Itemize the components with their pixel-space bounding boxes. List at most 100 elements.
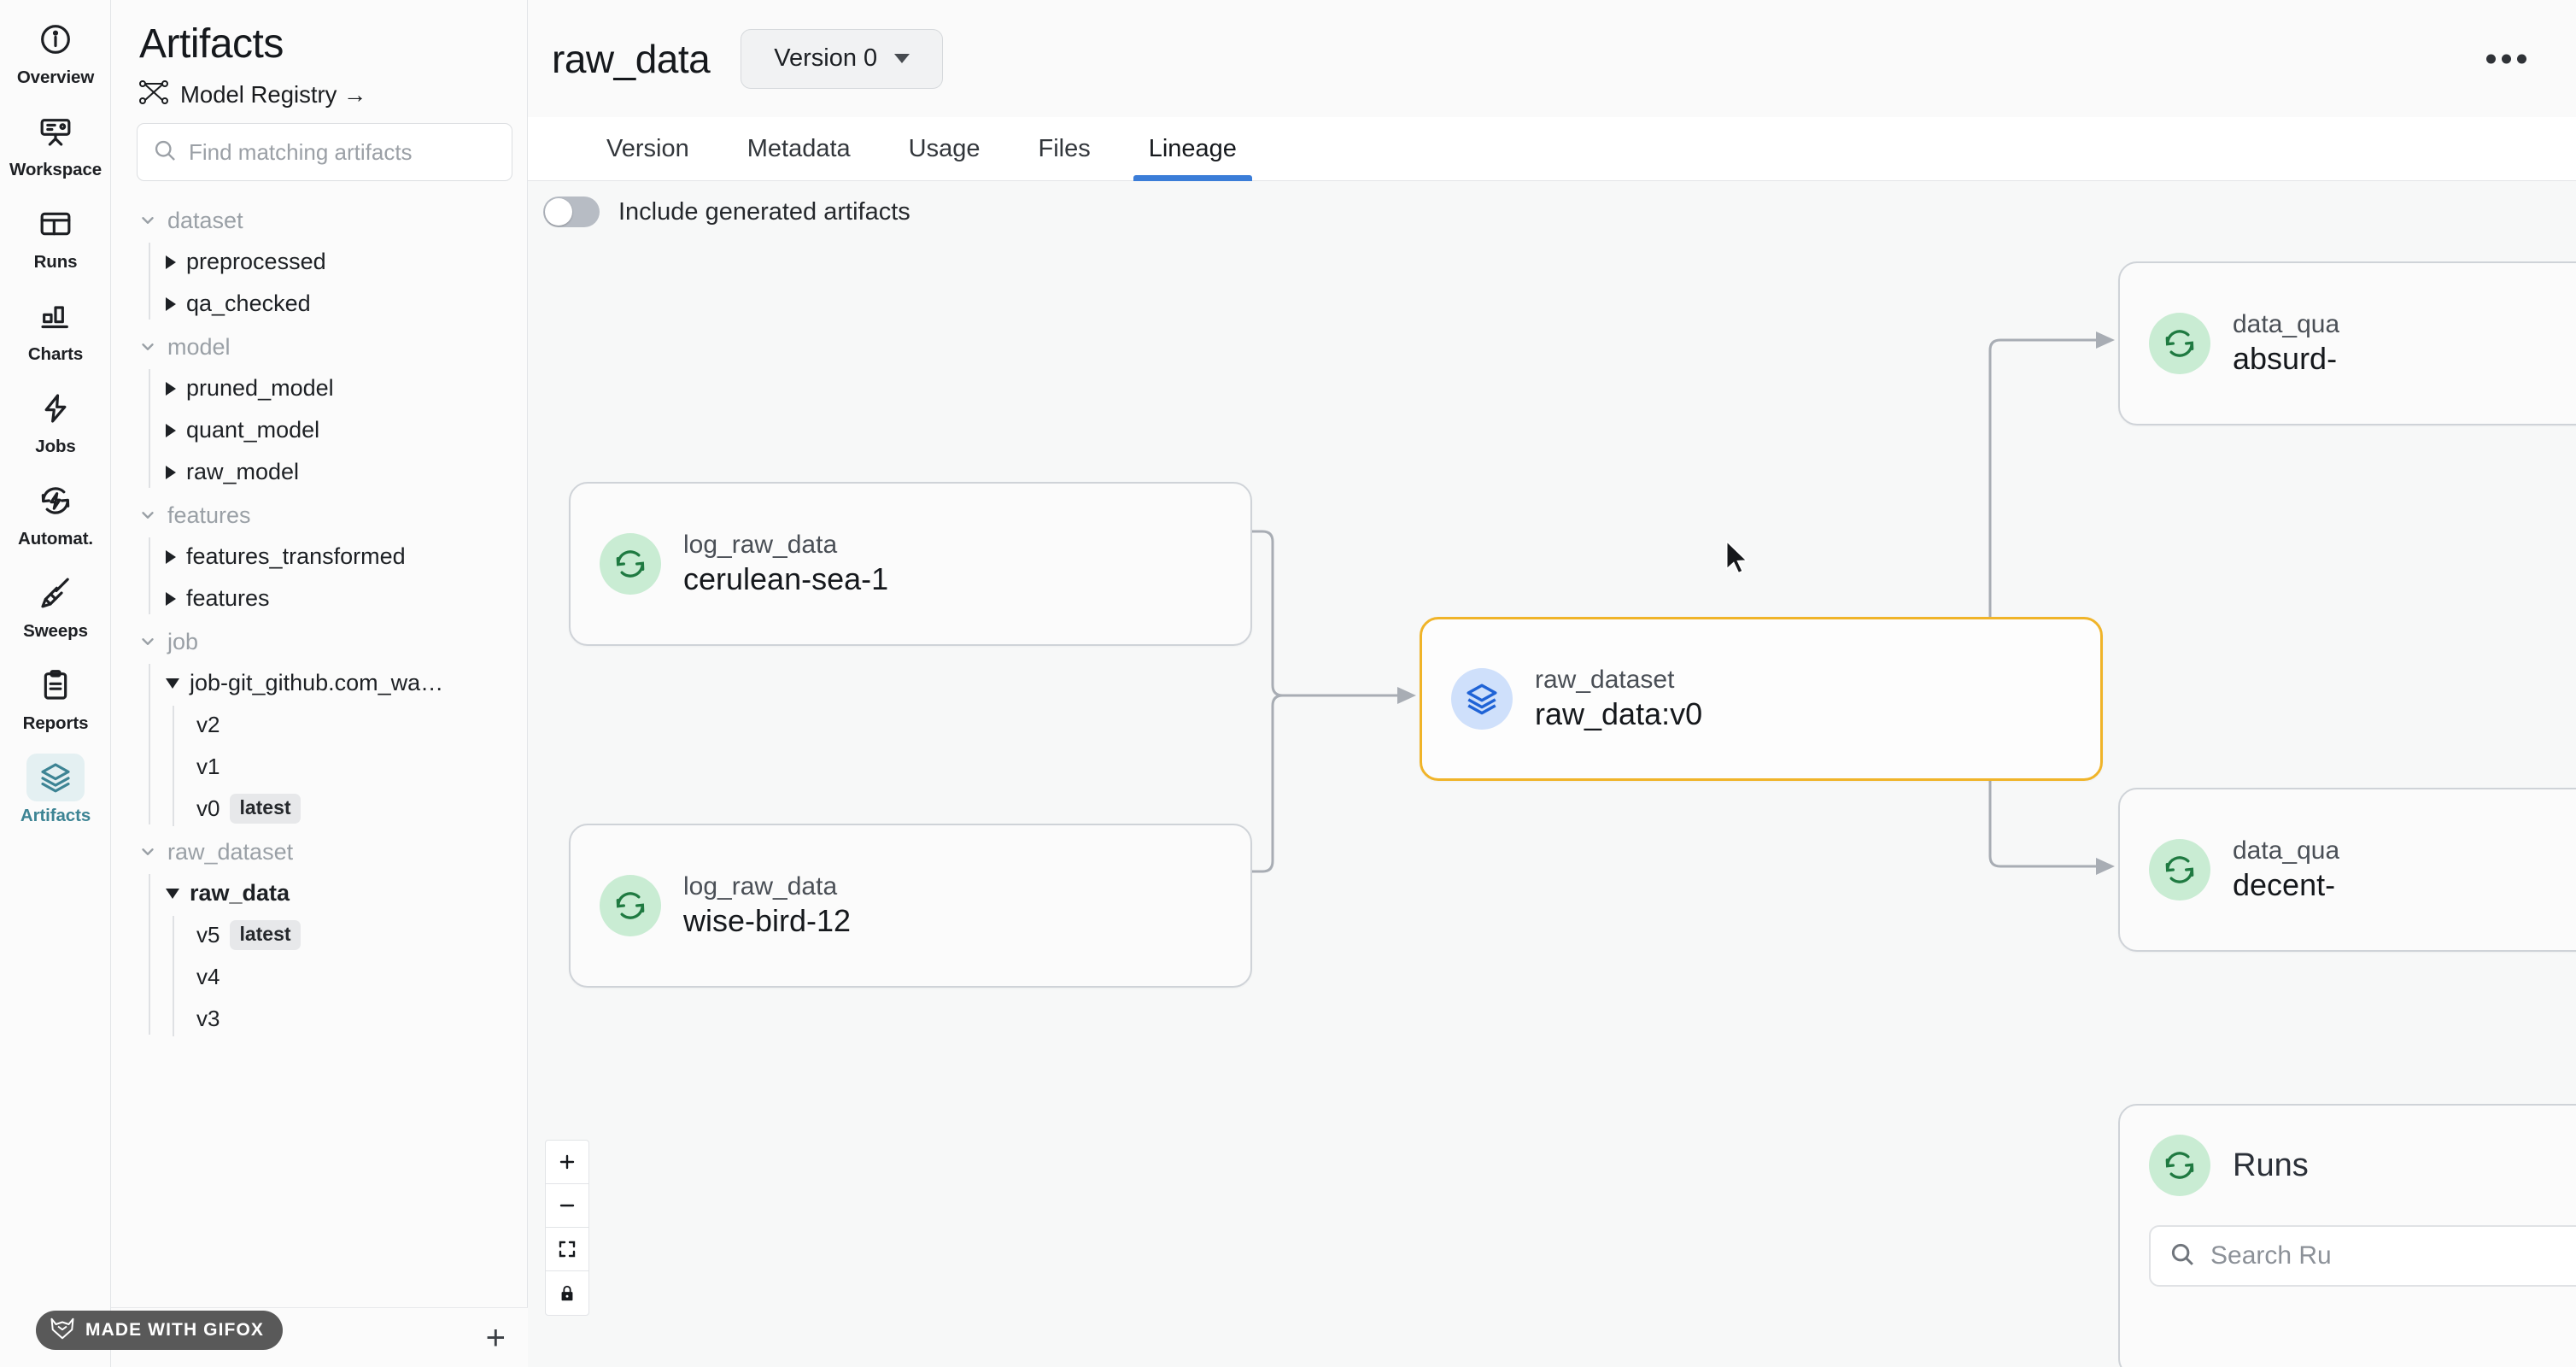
- toggle-knob: [545, 198, 572, 226]
- rail-item-charts[interactable]: Charts: [0, 292, 111, 376]
- model-registry-link[interactable]: Model Registry →: [139, 79, 505, 109]
- version-row[interactable]: v1: [190, 746, 505, 788]
- lineage-node-text: log_raw_data cerulean-sea-1: [683, 531, 888, 597]
- lineage-canvas[interactable]: Include generated artifacts: [528, 181, 2576, 1367]
- lineage-node-dataset-raw-data-v0[interactable]: raw_dataset raw_data:v0: [1420, 617, 2103, 781]
- zoom-in-button[interactable]: [546, 1141, 588, 1184]
- tab-version[interactable]: Version: [577, 117, 718, 180]
- artifact-node-jobgit_githubcom_wa[interactable]: job-git_github.com_wa…: [161, 662, 505, 704]
- caret-right-icon: [166, 591, 176, 606]
- artifact-node-features_transformed[interactable]: features_transformed: [161, 536, 505, 578]
- mouse-cursor: [1724, 539, 1749, 580]
- run-icon: [600, 533, 661, 595]
- tab-lineage[interactable]: Lineage: [1120, 117, 1266, 181]
- bolt-icon: [26, 384, 85, 432]
- include-generated-toggle[interactable]: [543, 197, 600, 227]
- chevron-down-icon: [138, 842, 157, 861]
- version-row[interactable]: v3: [190, 998, 505, 1040]
- tab-files[interactable]: Files: [1009, 117, 1119, 180]
- chevron-down-icon: [138, 211, 157, 230]
- chevron-down-icon: [138, 506, 157, 525]
- model-registry-label: Model Registry →: [180, 80, 367, 108]
- version-select[interactable]: Version 0: [741, 28, 944, 89]
- rail-item-sweeps[interactable]: Sweeps: [0, 569, 111, 653]
- search-icon: [2169, 1241, 2195, 1271]
- table-icon: [26, 200, 85, 248]
- rail-item-workspace[interactable]: Workspace: [0, 108, 111, 191]
- add-artifact-button[interactable]: +: [485, 1318, 506, 1357]
- tab-label: Usage: [908, 134, 981, 162]
- rail-item-jobs[interactable]: Jobs: [0, 384, 111, 468]
- search-input[interactable]: [189, 138, 496, 166]
- run-icon: [600, 875, 661, 936]
- group-header-raw_dataset[interactable]: raw_dataset: [133, 831, 505, 872]
- tab-usage[interactable]: Usage: [880, 117, 1010, 180]
- page-title: Artifacts: [139, 21, 284, 67]
- lineage-node-text: data_qua decent-: [2233, 836, 2339, 903]
- run-icon: [2149, 839, 2210, 901]
- artifact-node-label: features_transformed: [186, 543, 406, 569]
- include-generated-label: Include generated artifacts: [618, 197, 910, 226]
- rail-item-reports[interactable]: Reports: [0, 661, 111, 745]
- node-subtitle: data_qua: [2233, 310, 2340, 338]
- runs-panel[interactable]: Runs Search Ru: [2118, 1104, 2576, 1367]
- version-row[interactable]: v2: [190, 704, 505, 746]
- chevron-down-icon: [894, 54, 910, 63]
- caret-down-icon: [166, 888, 179, 899]
- rail-item-label: Runs: [33, 252, 78, 272]
- group-header-model[interactable]: model: [133, 326, 505, 367]
- rail-item-automat[interactable]: Automat.: [0, 477, 111, 560]
- artifact-node-features[interactable]: features: [161, 578, 505, 619]
- workspace-icon: [26, 108, 85, 155]
- run-icon: [2149, 1135, 2210, 1196]
- canvas-zoom-controls: [545, 1140, 589, 1316]
- caret-right-icon: [166, 255, 176, 269]
- lineage-node-text: data_qua absurd-: [2233, 310, 2339, 377]
- chevron-down-icon: [138, 632, 157, 651]
- artifact-node-label: features: [186, 585, 270, 611]
- group-label: raw_dataset: [167, 838, 294, 865]
- search-artifacts-box[interactable]: [137, 123, 512, 181]
- tab-metadata[interactable]: Metadata: [718, 117, 880, 180]
- node-title: absurd-: [2233, 341, 2338, 376]
- gifox-watermark: MADE WITH GIFOX: [36, 1311, 283, 1350]
- artifact-node-label: job-git_github.com_wa…: [190, 670, 444, 695]
- rail-item-runs[interactable]: Runs: [0, 200, 111, 284]
- rail-item-label: Automat.: [17, 529, 94, 549]
- lock-button[interactable]: [546, 1271, 588, 1315]
- group-header-features[interactable]: features: [133, 495, 505, 536]
- node-title: decent-: [2233, 867, 2336, 902]
- artifact-node-preprocessed[interactable]: preprocessed: [161, 241, 505, 283]
- group-header-job[interactable]: job: [133, 621, 505, 662]
- artifact-node-quant_model[interactable]: quant_model: [161, 409, 505, 451]
- version-label: v5: [196, 922, 220, 948]
- group-children: features_transformed features: [133, 536, 505, 619]
- lineage-node-run-wise-bird-12[interactable]: log_raw_data wise-bird-12: [569, 824, 1252, 988]
- artifact-node-pruned_model[interactable]: pruned_model: [161, 367, 505, 409]
- node-subtitle: log_raw_data: [683, 531, 838, 559]
- lineage-node-run-absurd[interactable]: data_qua absurd-: [2118, 261, 2576, 425]
- rail-item-overview[interactable]: Overview: [0, 15, 111, 99]
- artifact-node-raw_data[interactable]: raw_data: [161, 872, 505, 914]
- runs-search-box[interactable]: Search Ru: [2149, 1225, 2576, 1287]
- artifact-group-features: features features_transformed features: [133, 495, 505, 619]
- more-options-button[interactable]: [2486, 54, 2526, 63]
- fit-view-button[interactable]: [546, 1228, 588, 1271]
- group-header-dataset[interactable]: dataset: [133, 200, 505, 241]
- zoom-out-button[interactable]: [546, 1184, 588, 1228]
- artifact-node-qa_checked[interactable]: qa_checked: [161, 283, 505, 325]
- node-subtitle: log_raw_data: [683, 872, 838, 901]
- include-generated-toggle-row[interactable]: Include generated artifacts: [543, 197, 910, 227]
- version-row[interactable]: v4: [190, 956, 505, 998]
- lineage-node-run-cerulean-sea-1[interactable]: log_raw_data cerulean-sea-1: [569, 482, 1252, 646]
- lineage-node-run-decent[interactable]: data_qua decent-: [2118, 788, 2576, 952]
- rail-item-artifacts[interactable]: Artifacts: [0, 754, 111, 837]
- artifact-node-raw_model[interactable]: raw_model: [161, 451, 505, 493]
